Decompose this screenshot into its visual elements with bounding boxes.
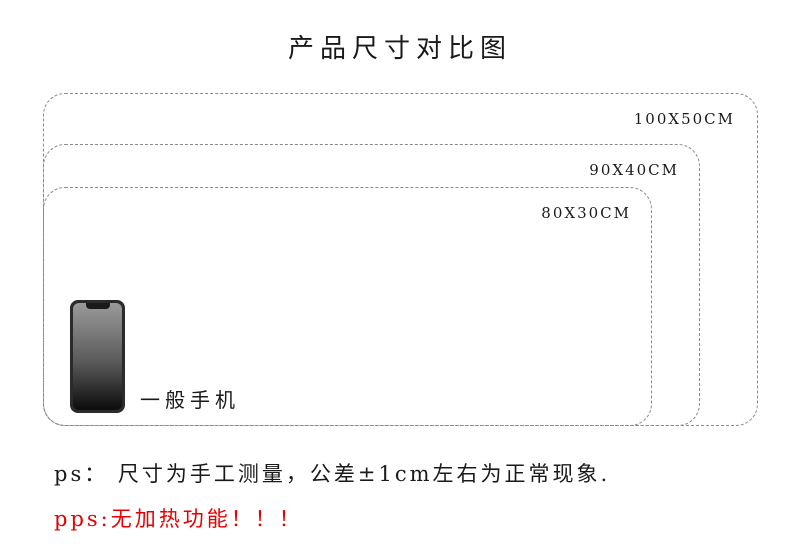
size-outline-80x30: 80X30CM	[43, 187, 652, 426]
phone-notch	[85, 303, 110, 309]
size-label-90x40: 90X40CM	[589, 161, 679, 179]
phone-label: 一般手机	[140, 388, 240, 412]
phone-screen	[73, 303, 122, 410]
phone-icon	[70, 300, 125, 413]
size-label-80x30: 80X30CM	[541, 204, 631, 222]
page-title: 产品尺寸对比图	[287, 34, 512, 64]
no-heating-warning: pps:无加热功能！！！	[54, 507, 303, 531]
measurement-note: ps： 尺寸为手工测量，公差±1cm左右为正常现象.	[54, 462, 611, 486]
size-label-100x50: 100X50CM	[633, 110, 735, 128]
